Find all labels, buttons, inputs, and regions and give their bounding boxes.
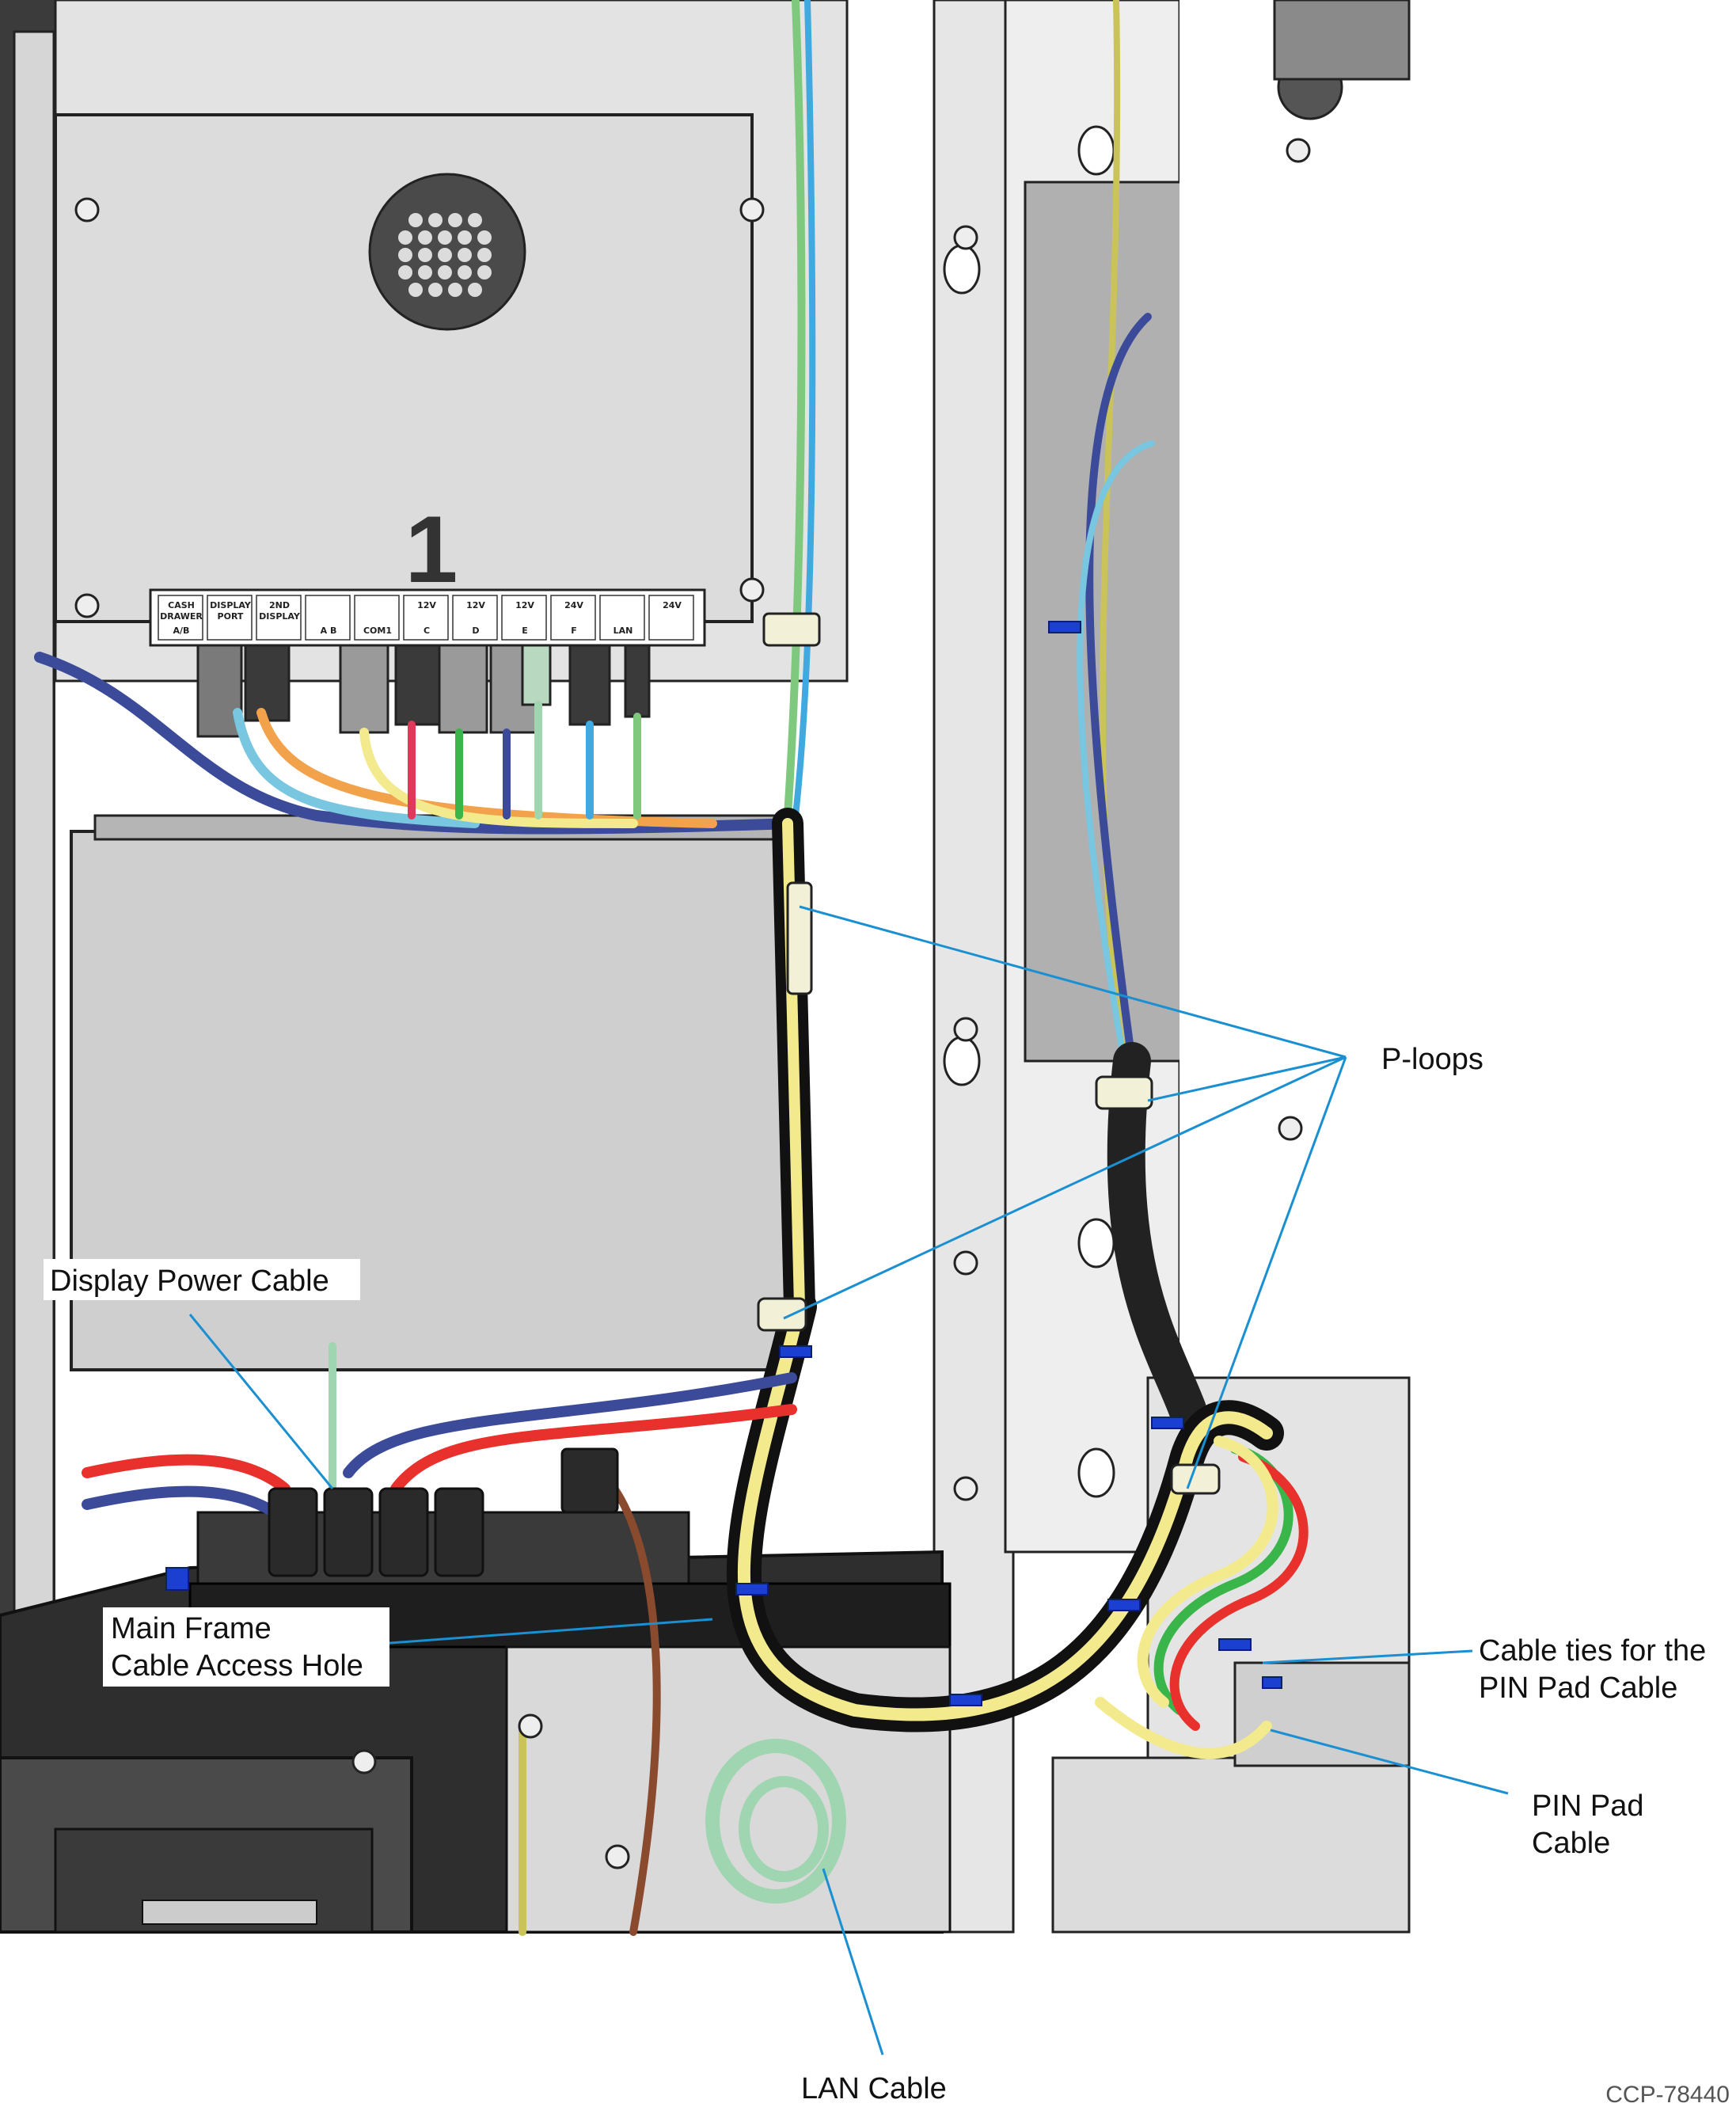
screws — [74, 138, 1311, 1869]
label-pin-pad-line2: Cable — [1532, 1827, 1610, 1860]
port-label-text: 12V — [417, 600, 436, 610]
port-label-text: A B — [321, 626, 337, 636]
figure-id: CCP-78440 — [1605, 2082, 1730, 2107]
port-label-text: D — [472, 626, 479, 636]
callout-labels: P-loops Display Power Cable Main Frame C… — [44, 1043, 1730, 2107]
port-label-cell — [599, 595, 645, 641]
label-main-frame-line2: Cable Access Hole — [111, 1649, 363, 1683]
label-cable-ties-line2: PIN Pad Cable — [1479, 1672, 1677, 1705]
port-label-text: 12V — [515, 600, 534, 610]
port-label-text: LAN — [613, 626, 633, 636]
callout-line-p-loop-4 — [1186, 1056, 1347, 1489]
callout-line-p-loop-2 — [1147, 1055, 1347, 1102]
callout-lines — [188, 905, 1509, 2056]
label-main-frame-line1: Main Frame — [111, 1612, 272, 1645]
port-label-cell — [403, 595, 449, 641]
port-label-text: DISPLAY — [210, 600, 252, 610]
label-pin-pad-line1: PIN Pad — [1532, 1789, 1644, 1823]
port-label-cell — [354, 595, 400, 641]
port-label-text: PORT — [218, 611, 244, 622]
label-cable-ties-line1: Cable ties for the — [1479, 1634, 1706, 1668]
power-connectors — [268, 1447, 619, 1577]
port-label-text: 24V — [564, 600, 583, 610]
port-label-text: DISPLAY — [259, 611, 301, 622]
port-label-cell — [305, 595, 351, 641]
p-loop-clamps — [757, 612, 1221, 1495]
cable-ties — [165, 621, 1282, 1706]
port-label-text: F — [571, 626, 577, 636]
port-label-cell — [501, 595, 547, 641]
port-label-cell — [158, 595, 203, 641]
callout-line-lan — [822, 1868, 884, 2056]
callout-line-pin-pad — [1270, 1729, 1509, 1795]
port-label-text: A/B — [173, 626, 190, 636]
callout-line-cable-ties — [1262, 1649, 1473, 1664]
left-frame-inner — [13, 30, 55, 1696]
port-label-cell — [550, 595, 596, 641]
port-label-text: E — [522, 626, 528, 636]
label-lan-cable: LAN Cable — [801, 2072, 947, 2105]
port-label-text: 24V — [663, 600, 682, 610]
label-display-power-cable: Display Power Cable — [50, 1265, 329, 1298]
port-label-cell — [452, 595, 498, 641]
label-p-loops: P-loops — [1381, 1043, 1483, 1076]
port-label-text: COM1 — [363, 626, 392, 636]
unit-number: 1 — [405, 496, 458, 603]
callout-line-p-loop-3 — [783, 1055, 1347, 1320]
callout-line-display-power — [188, 1314, 334, 1489]
callout-line-p-loop-1 — [799, 905, 1347, 1059]
port-label-cell — [207, 595, 253, 641]
port-label-cell — [648, 595, 694, 641]
callout-line-main-frame — [389, 1618, 713, 1645]
port-label-text: CASH — [168, 600, 195, 610]
port-label-text: C — [424, 626, 430, 636]
port-label-text: 12V — [466, 600, 485, 610]
port-label-cell — [256, 595, 302, 641]
port-label-text: 2ND — [269, 600, 290, 610]
port-label-text: DRAWER — [160, 611, 203, 622]
unit-1-connectors — [196, 644, 651, 738]
lan-cable-coil — [705, 1739, 846, 1904]
